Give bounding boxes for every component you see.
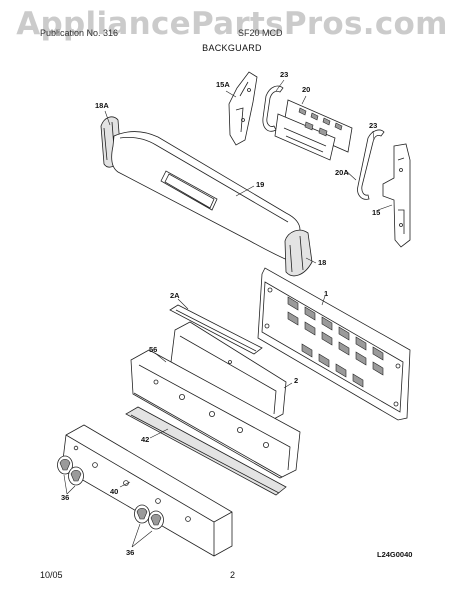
callout-40: 40 [110, 487, 119, 496]
part-15a-side-bracket-left[interactable] [229, 72, 257, 145]
section-title: BACKGUARD [202, 43, 262, 53]
part-20-control-board[interactable] [275, 100, 352, 160]
part-15-side-bracket-right[interactable] [383, 144, 410, 247]
drawing-id: L24G0040 [377, 550, 413, 559]
callout-36-left: 36 [61, 493, 70, 502]
callout-2a: 2A [170, 291, 180, 300]
callout-23-right: 23 [369, 121, 378, 130]
callout-15a: 15A [216, 80, 230, 89]
part-18-end-cap-right[interactable] [285, 230, 312, 276]
callout-19: 19 [256, 180, 265, 189]
part-2a-trim-strip[interactable] [170, 305, 262, 354]
publication-number: Publication No. 316 [40, 28, 119, 38]
callout-56: 56 [149, 345, 158, 354]
callout-15: 15 [372, 208, 381, 217]
callout-42: 42 [141, 435, 150, 444]
part-36-knobs-left[interactable] [58, 456, 84, 485]
callout-18: 18 [318, 258, 327, 267]
callout-1: 1 [324, 289, 329, 298]
callout-2: 2 [294, 376, 299, 385]
callout-leader-lines [64, 80, 392, 547]
callout-23-upper: 23 [280, 70, 289, 79]
part-36-knobs-right[interactable] [135, 505, 164, 529]
callout-36-right: 36 [126, 548, 135, 557]
part-19-backguard-panel[interactable] [112, 132, 300, 262]
callout-18a: 18A [95, 101, 109, 110]
footer-date: 10/05 [40, 570, 63, 580]
part-56-panel-frame[interactable] [131, 350, 300, 478]
callout-20: 20 [302, 85, 311, 94]
part-1-rear-panel[interactable] [258, 268, 410, 420]
footer-page-number: 2 [230, 570, 236, 580]
callout-20a: 20A [335, 168, 349, 177]
model-number: SF20 MCD [238, 28, 283, 38]
part-23-clip-right[interactable] [358, 130, 384, 199]
part-42-lower-trim[interactable] [126, 407, 286, 495]
